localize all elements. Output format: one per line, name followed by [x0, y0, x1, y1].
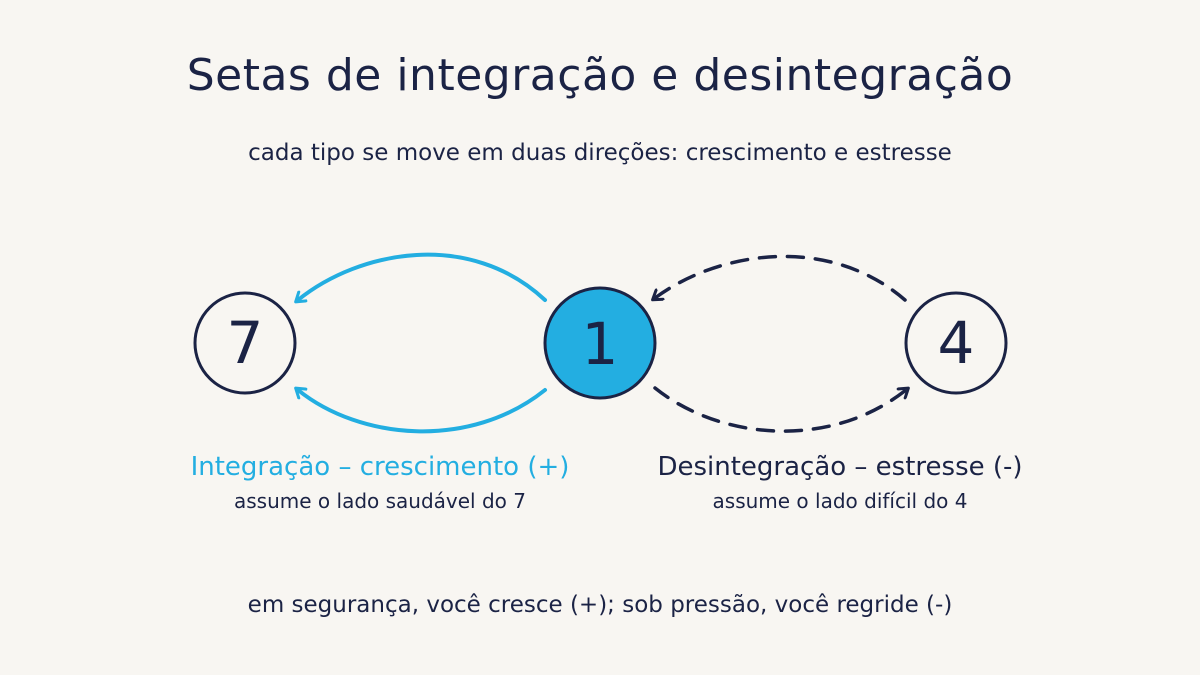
node-4-label: 4	[938, 309, 975, 377]
node-4: 4	[904, 291, 1008, 395]
footer-note: em segurança, você cresce (+); sob press…	[247, 592, 953, 618]
node-1-label: 1	[582, 310, 619, 378]
disintegration-arrow-upper	[655, 254, 907, 302]
integration-heading: Integração – crescimento (+)	[190, 452, 570, 482]
integration-arrow-upper	[298, 252, 547, 300]
disintegration-heading: Desintegração – estresse (-)	[657, 452, 1023, 482]
integration-arrow-lower	[298, 390, 547, 434]
disintegration-arrow-lower	[653, 386, 906, 433]
integration-detail: assume o lado saudável do 7	[234, 489, 526, 513]
node-1: 1	[543, 286, 657, 400]
disintegration-caption: Desintegração – estresse (-) assume o la…	[580, 450, 1100, 516]
integration-caption: Integração – crescimento (+) assume o la…	[120, 450, 640, 516]
node-7: 7	[193, 291, 297, 395]
disintegration-detail: assume o lado difícil do 4	[712, 489, 968, 513]
diagram-title: Setas de integração e desintegração	[186, 50, 1014, 101]
diagram-subtitle: cada tipo se move em duas direções: cres…	[248, 140, 952, 166]
node-7-label: 7	[227, 309, 264, 377]
